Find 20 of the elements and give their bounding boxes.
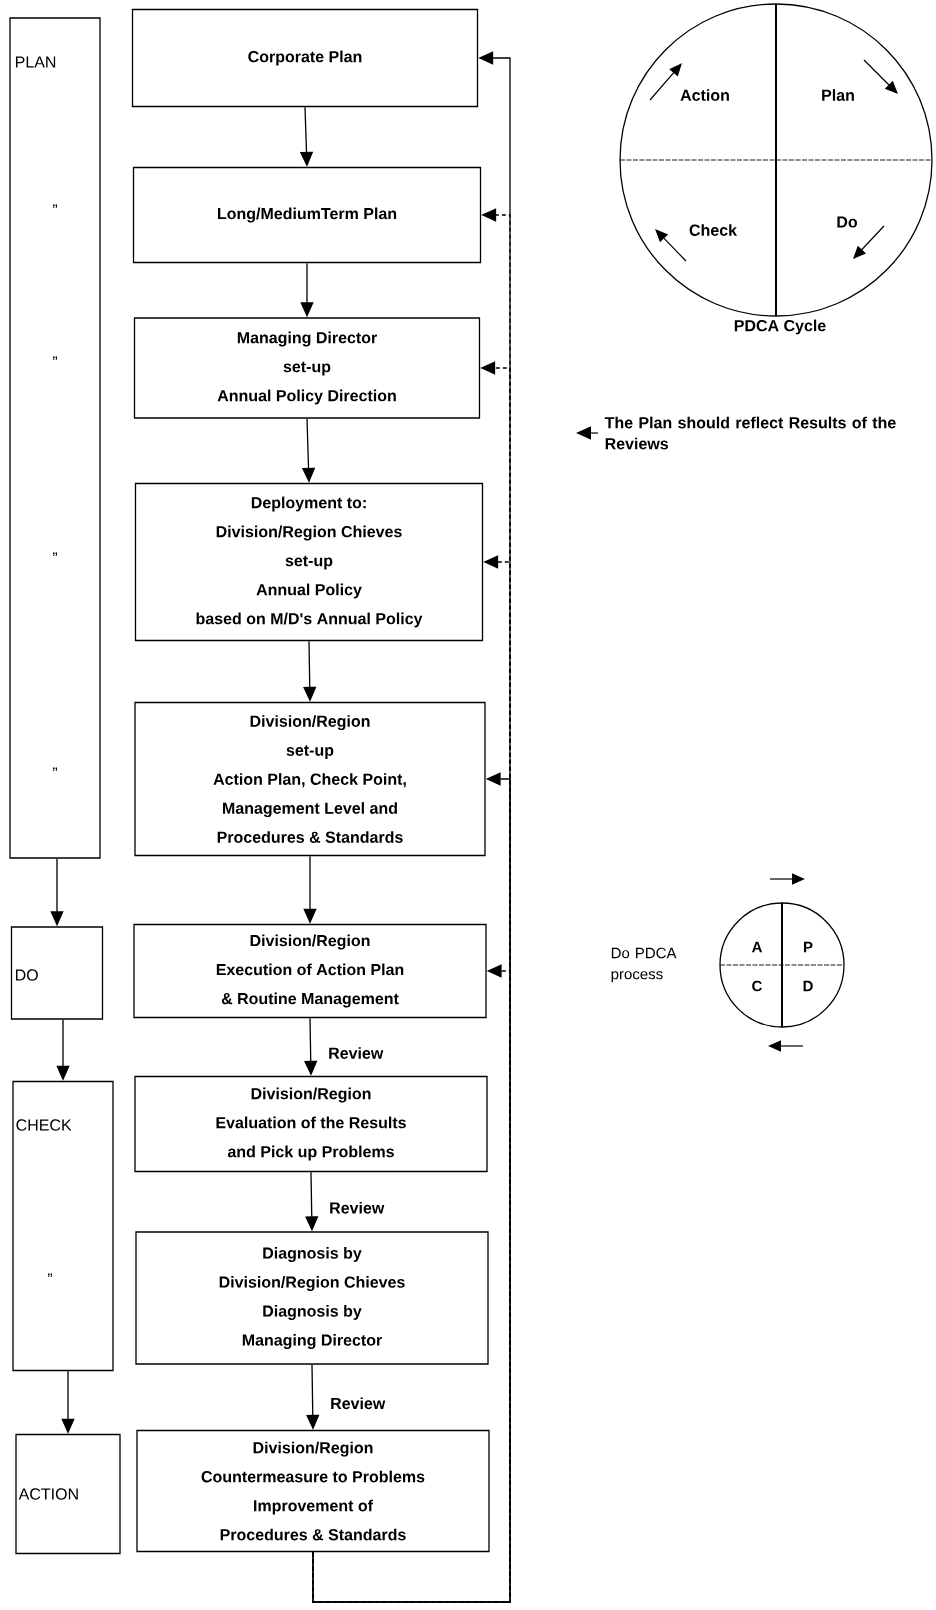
process-box: Deployment to: Division/Region Chieves set-up Annual Policy based on M/D's Annual Policy <box>134 482 484 642</box>
phase-box: ACTION <box>15 1433 121 1555</box>
circle-caption: PDCA Cycle <box>734 319 826 335</box>
process-box: Division/Region set-up Action Plan, Check Point, Management Level and Procedures & Standards <box>134 701 486 857</box>
process-box: Division/Region Evaluation of the Results and Pick up Problems <box>134 1075 488 1173</box>
process-box: Division/Region Countermeasure to Problems Improvement of Procedures & Standards <box>136 1429 490 1553</box>
phase-box: DO <box>10 926 104 1020</box>
process-box: Division/Region Execution of Action Plan & Routine Management <box>133 923 487 1019</box>
phase-box: PLAN ” ” ” ” <box>9 17 101 859</box>
process-box: Diagnosis by Division/Region Chieves Diagnosis by Managing Director <box>135 1231 489 1365</box>
process-box: Corporate Plan <box>131 8 479 108</box>
process-box: Managing Director set-up Annual Policy Direction <box>133 317 481 419</box>
legend-text: The Plan should reflect Results of the Reviews <box>604 416 896 450</box>
process-box: Long/MediumTerm Plan <box>132 166 482 264</box>
edge-label: Review <box>328 1200 386 1215</box>
arrow <box>312 772 511 1603</box>
edge-label: Review <box>327 1046 385 1060</box>
circle-caption: Do PDCA process <box>611 947 677 983</box>
edge-label: Review <box>329 1396 387 1411</box>
phase-box: CHECK ” <box>12 1080 114 1372</box>
